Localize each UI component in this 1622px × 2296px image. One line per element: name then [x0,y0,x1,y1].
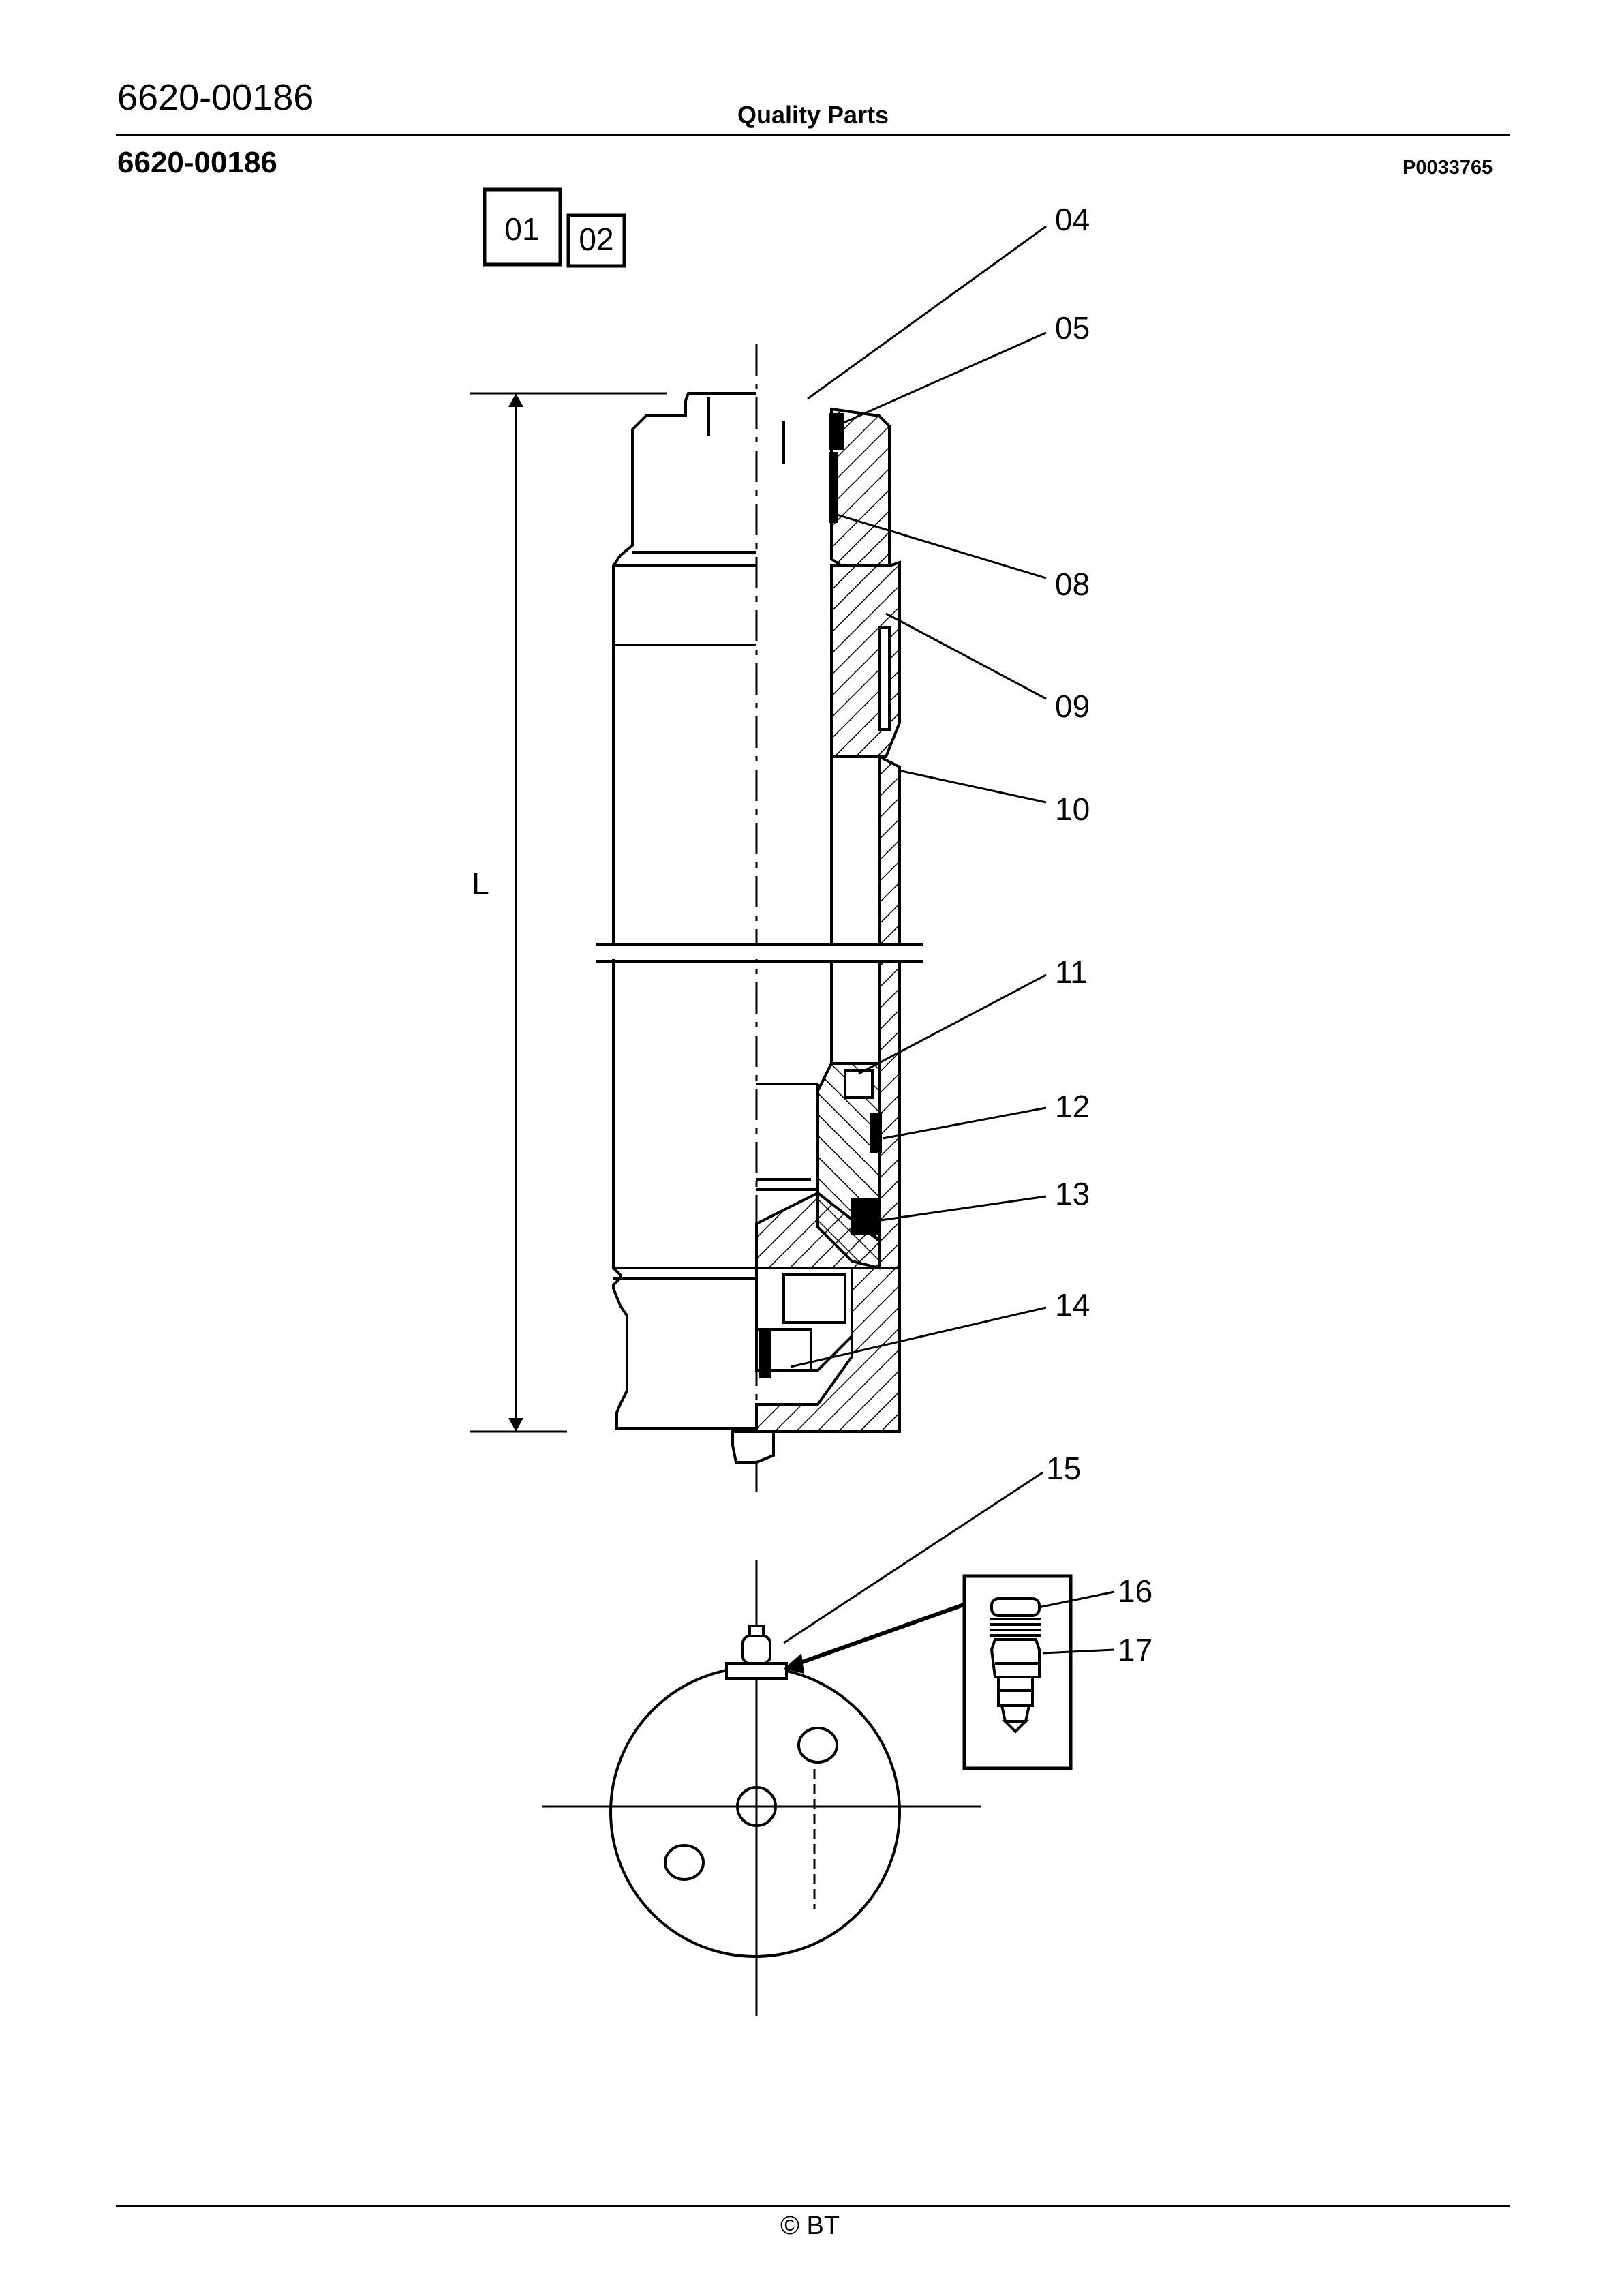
callout-leaders [783,225,1115,1655]
footer-copyright: © BT [780,2211,840,2240]
break-line [596,943,923,963]
drawing-id: P0033765 [1403,157,1493,179]
callout-12: 12 [1055,1089,1090,1124]
callout-16: 16 [1118,1573,1152,1609]
grease-nipple-detail [962,1574,1073,1770]
callout-14: 14 [1055,1287,1090,1323]
variant-box-01: 01 [483,187,562,267]
callout-08: 08 [1055,567,1090,602]
variant-box-02: 02 [566,213,626,268]
callout-17: 17 [1118,1632,1152,1667]
variant-label-01: 01 [504,211,539,247]
cylinder-section [731,407,901,1464]
callout-13: 13 [1055,1176,1090,1211]
plan-view [542,1560,981,2016]
part-number-heading: 6620-00186 [117,146,277,179]
variant-label-02: 02 [579,222,613,257]
header-title: Quality Parts [737,101,889,129]
callout-04: 04 [1055,202,1090,237]
cylinder-elevation [612,392,819,1430]
detail-arrow [793,1603,965,1667]
callout-11: 11 [1055,954,1088,990]
footer-divider [116,2205,1510,2207]
document-number: 6620-00186 [117,77,314,118]
callout-15: 15 [1046,1451,1081,1486]
callout-05: 05 [1055,310,1090,346]
header-divider [116,134,1510,136]
callout-labels: 04 05 08 09 10 11 12 13 14 15 16 17 [1046,202,1152,1667]
dimension-label-l: L [472,866,489,901]
callout-10: 10 [1055,791,1090,827]
dimension-l: L [470,392,667,1433]
callout-09: 09 [1055,689,1090,724]
